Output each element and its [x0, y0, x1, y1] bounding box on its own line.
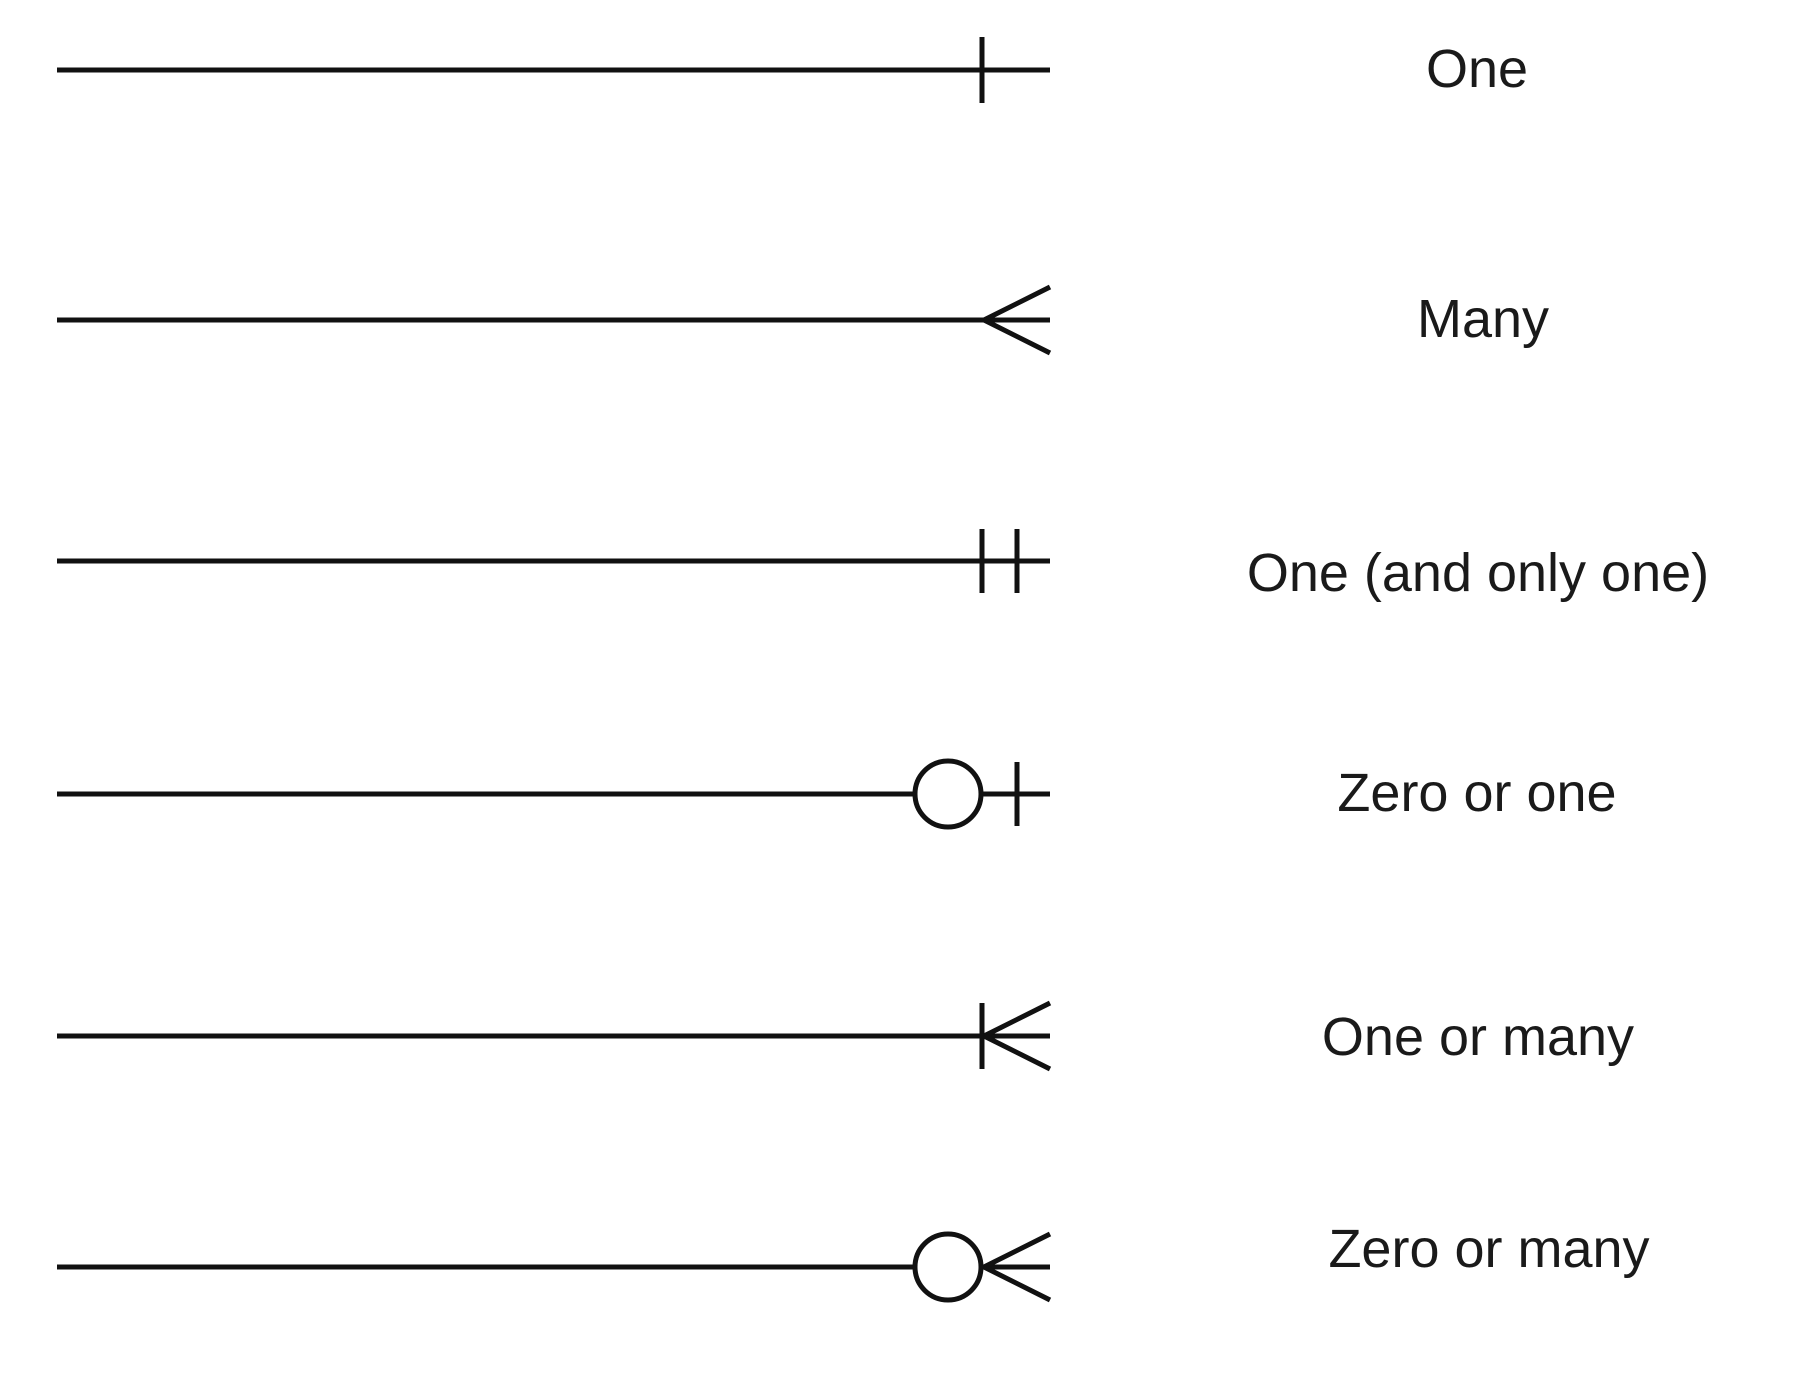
label-many: Many [1417, 289, 1549, 349]
label-one-and-only-one: One (and only one) [1247, 543, 1709, 603]
crow-foot-upper [982, 284, 1052, 323]
symbol-one [57, 37, 1050, 103]
symbol-zero-or-one [57, 758, 1050, 830]
circle-mark [912, 758, 984, 830]
label-zero-or-many: Zero or many [1328, 1219, 1649, 1279]
crow-foot-lower [982, 1033, 1052, 1072]
row-zero-or-one: Zero or one [57, 758, 1617, 830]
circle-mark [912, 1231, 984, 1303]
symbol-one-or-many [57, 1000, 1052, 1072]
row-many: Many [57, 284, 1549, 356]
row-zero-or-many: Zero or many [57, 1219, 1650, 1303]
label-zero-or-one: Zero or one [1337, 763, 1616, 823]
row-one: One [57, 37, 1528, 103]
label-one: One [1426, 39, 1528, 99]
crow-foot-upper [982, 1000, 1052, 1039]
symbol-zero-or-many [57, 1231, 1052, 1303]
crow-foot-upper [982, 1231, 1052, 1270]
crow-foot-lower [982, 1264, 1052, 1303]
label-one-or-many: One or many [1322, 1007, 1634, 1067]
symbol-many [57, 284, 1052, 356]
row-one-or-many: One or many [57, 1000, 1634, 1072]
row-one-and-only-one: One (and only one) [57, 529, 1709, 603]
crow-foot-lower [982, 317, 1052, 356]
symbol-one-and-only-one [57, 529, 1050, 593]
